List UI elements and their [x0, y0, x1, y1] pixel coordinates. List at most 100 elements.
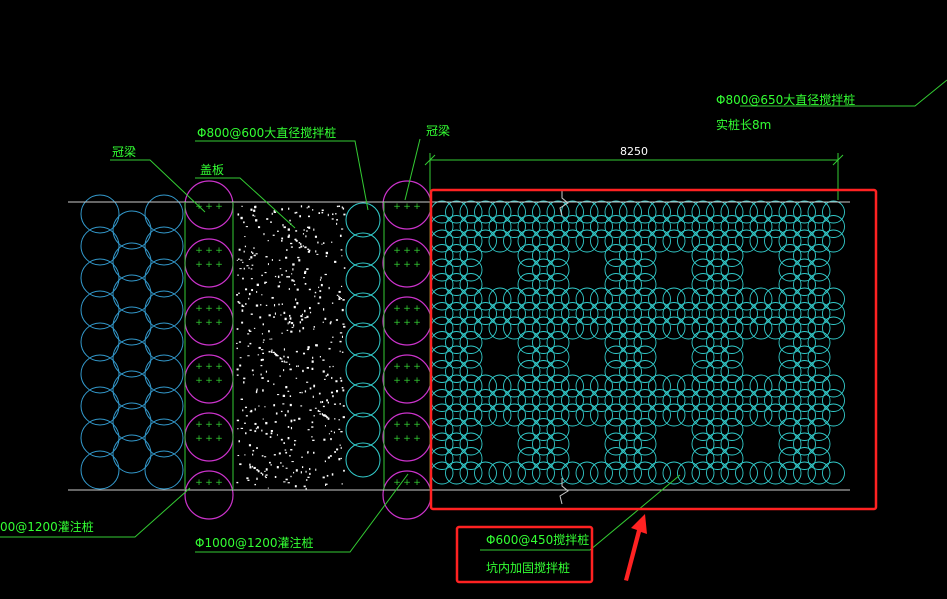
speckle [264, 470, 266, 472]
grid-pile-circle [575, 302, 599, 325]
grid-pile-circle [503, 229, 526, 253]
speckle [319, 296, 322, 299]
speckle [338, 298, 341, 301]
speckle [341, 483, 343, 485]
grid-pile-circle [793, 331, 816, 354]
grid-pile-circle [459, 418, 483, 441]
grid-pile-circle [691, 302, 715, 325]
speckle [335, 380, 338, 383]
grid-pile-circle [807, 447, 831, 470]
grid-pile-circle [706, 331, 729, 354]
mid-pile-circle [345, 292, 381, 328]
speckle [245, 432, 247, 435]
grid-pile-circle [561, 461, 584, 485]
grid-pile-circle [793, 461, 816, 485]
speckle [336, 219, 339, 221]
speckle [248, 258, 251, 260]
speckle [301, 313, 304, 315]
grid-pile-circle [590, 374, 613, 398]
grid-pile-circle [807, 360, 831, 383]
grid-pile-circle [691, 331, 715, 354]
speckle [257, 226, 261, 229]
speckle [276, 466, 279, 469]
grid-pile-circle [546, 461, 570, 485]
speckle [295, 239, 298, 242]
grid-pile-circle [764, 316, 787, 340]
speckle [311, 426, 314, 428]
grid-pile-circle [764, 287, 787, 311]
grid-pile-circle [793, 432, 816, 456]
speckle [293, 443, 296, 446]
speckle [320, 276, 322, 279]
left-pile-circle [112, 370, 152, 410]
speckle [289, 368, 292, 371]
cross-mark: + [215, 478, 223, 488]
speckle [249, 330, 252, 332]
speckle [250, 268, 253, 270]
speckle [261, 358, 264, 361]
speckle [289, 317, 292, 320]
grid-pile-circle [546, 244, 570, 267]
grid-pile-circle [691, 273, 715, 296]
speckle [322, 414, 325, 416]
grid-pile-circle [648, 302, 671, 325]
grid-pile-circle [459, 287, 483, 311]
speckle [240, 216, 243, 220]
speckle [295, 298, 297, 301]
grid-pile-circle [764, 403, 787, 427]
speckle [273, 316, 275, 318]
grid-pile-circle [749, 403, 773, 427]
grid-pile-circle [691, 432, 715, 456]
grid-pile-circle [691, 374, 715, 398]
speckle [307, 346, 310, 349]
cross-mark: + [215, 304, 223, 314]
speckle [338, 418, 340, 421]
grid-pile-circle [735, 403, 758, 427]
grid-pile-circle [604, 447, 628, 470]
grid-pile-circle [459, 316, 483, 340]
cross-mark: + [205, 478, 213, 488]
speckle [236, 294, 239, 296]
grid-pile-circle [720, 360, 744, 383]
speckle [297, 256, 300, 259]
speckle [327, 417, 330, 420]
speckle [296, 288, 299, 291]
speckle [285, 249, 288, 251]
speckle [278, 303, 280, 306]
grid-pile-circle [793, 447, 816, 470]
grid-pile-circle [691, 345, 715, 369]
speckle [289, 219, 291, 222]
grid-pile-circle [619, 403, 642, 427]
speckle [300, 243, 302, 245]
speckle [342, 416, 345, 419]
speckle [288, 234, 290, 237]
speckle [307, 476, 310, 478]
grid-pile-circle [633, 273, 657, 296]
grid-pile-circle [706, 215, 729, 238]
cross-mark: + [205, 434, 213, 444]
grid-pile-circle [822, 316, 845, 340]
speckle [322, 321, 324, 323]
grid-pile-circle [517, 229, 541, 253]
grid-pile-circle [604, 432, 628, 456]
speckle [239, 268, 242, 270]
speckle [262, 418, 264, 420]
grid-pile-circle [445, 258, 468, 282]
speckle [300, 205, 303, 208]
grid-pile-circle [546, 273, 570, 296]
grid-pile-circle [445, 331, 468, 354]
speckle [306, 315, 309, 318]
cross-mark: + [413, 420, 421, 430]
speckle [293, 471, 295, 474]
speckle [331, 241, 333, 243]
grid-pile-circle [778, 461, 802, 485]
grid-pile-circle [488, 403, 512, 427]
speckle [319, 413, 322, 415]
grid-pile-circle [532, 302, 555, 325]
speckle [280, 462, 282, 464]
grid-pile-circle [648, 316, 671, 340]
speckle [333, 403, 337, 405]
label-bottom-left-spec: 00@1200灌注桩 [0, 519, 94, 534]
grid-pile-circle [662, 302, 686, 325]
speckle [251, 369, 254, 372]
